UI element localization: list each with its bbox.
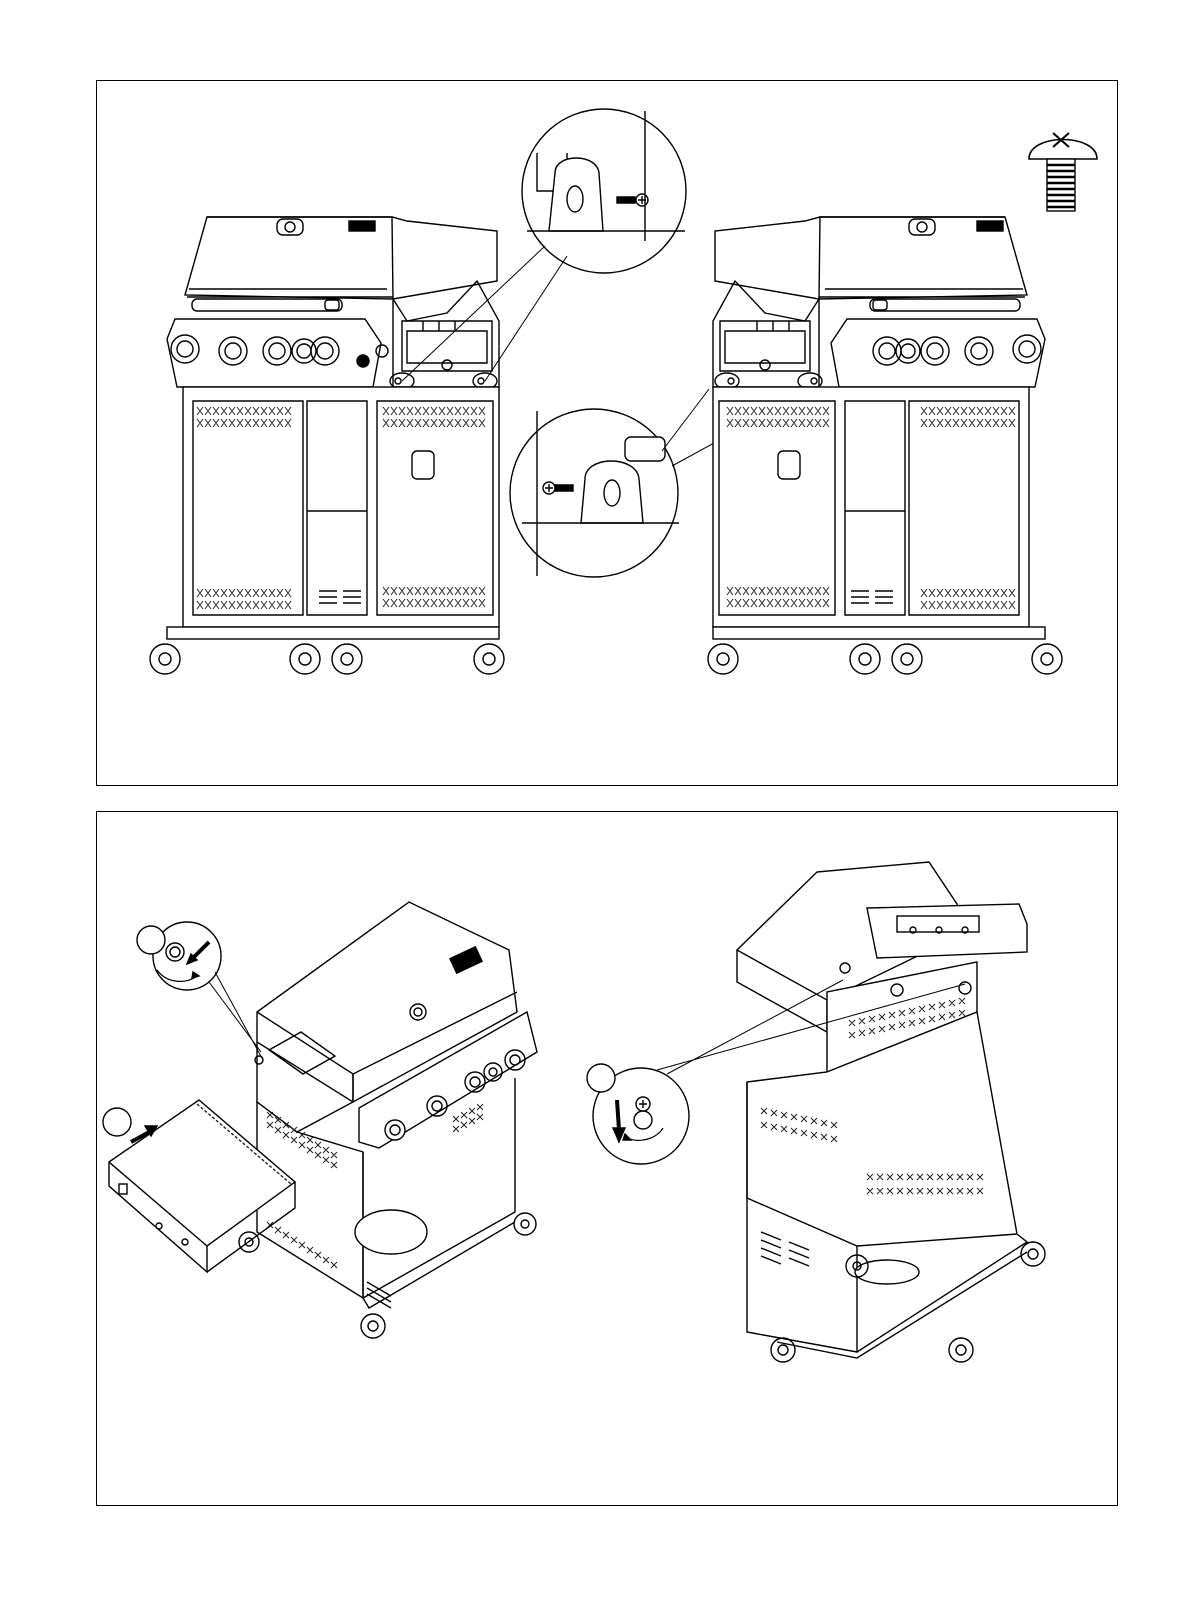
instruction-panel-top [96,80,1118,786]
wheel [290,644,320,674]
logo-badge [349,221,375,231]
top-panel-drawing [97,81,1119,787]
wheel [771,1338,795,1362]
wheel [150,644,180,674]
grill-front-right [708,217,1062,674]
step-marker [137,926,165,954]
wheel [474,644,504,674]
wheel [514,1213,536,1235]
step-marker [103,1108,131,1136]
grill-iso-front [239,902,537,1338]
wheel [949,1338,973,1362]
grill-rear-view [737,862,1045,1362]
screw-part-icon [1029,133,1097,211]
step-marker [587,1064,615,1092]
wheel [332,644,362,674]
grill-front-left [150,217,504,674]
instruction-panel-bottom [96,811,1118,1506]
lid-handle [192,299,342,311]
bottom-panel-drawing [97,812,1119,1507]
knob-detail [137,922,263,1060]
wheel [361,1314,385,1338]
screw-detail-upper [402,109,686,381]
